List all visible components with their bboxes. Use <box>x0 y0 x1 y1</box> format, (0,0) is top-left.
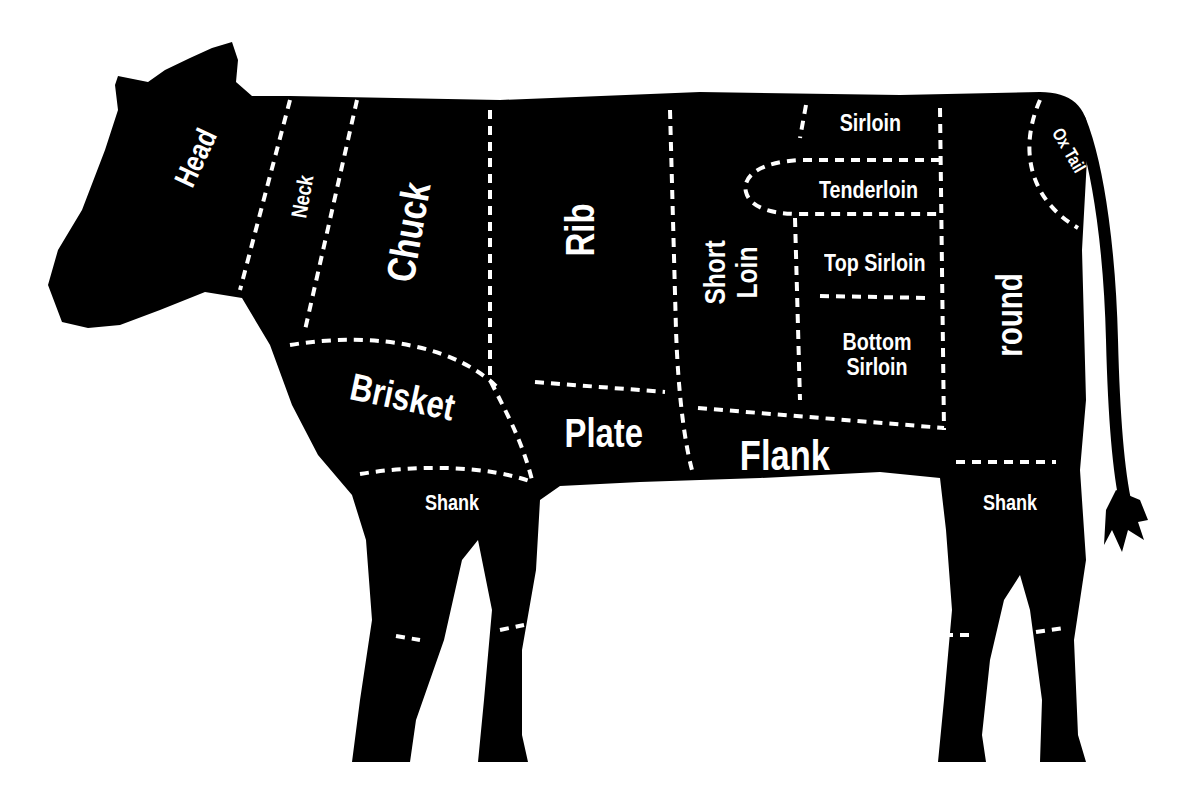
cut-label: Top Sirloin <box>824 250 925 275</box>
cut-line <box>944 633 970 637</box>
cut-label: Shank <box>425 491 479 514</box>
cut-label: Tenderloin <box>818 177 917 202</box>
cut-line <box>800 105 806 138</box>
cut-line <box>670 110 692 470</box>
cut-label: Plate <box>565 412 643 454</box>
cut-line <box>396 636 420 640</box>
cut-label: Short Loin <box>699 240 762 304</box>
cow-silhouette <box>48 42 1148 762</box>
cut-line <box>240 100 290 290</box>
cut-lines <box>240 100 1078 640</box>
cut-line <box>500 625 524 630</box>
cut-line <box>698 408 944 428</box>
cut-label: Sirloin <box>839 110 900 135</box>
cow-tail <box>1080 120 1126 505</box>
cut-line <box>490 110 532 480</box>
cut-line <box>360 468 532 482</box>
cut-line <box>956 460 1056 464</box>
cut-label: round <box>991 273 1029 357</box>
cut-label: Rib <box>559 204 601 257</box>
cut-line <box>305 100 357 330</box>
cut-label: Bottom Sirloin <box>843 329 912 379</box>
cut-label: Shank <box>983 491 1037 514</box>
cut-label: Brisket <box>346 367 458 428</box>
cut-line <box>1036 628 1064 632</box>
cow-body <box>48 42 1088 762</box>
tail-tuft <box>1104 490 1148 552</box>
cut-label: Neck <box>287 173 317 219</box>
cut-label: Chuck <box>379 179 438 285</box>
cut-line <box>795 218 800 400</box>
cut-label: Ox Tail <box>1048 124 1088 175</box>
cut-line <box>745 160 940 214</box>
cut-line <box>820 296 930 298</box>
cut-label: Flank <box>740 434 830 478</box>
cut-line <box>535 382 665 392</box>
cut-line <box>940 108 944 430</box>
cut-label: Head <box>168 124 222 192</box>
